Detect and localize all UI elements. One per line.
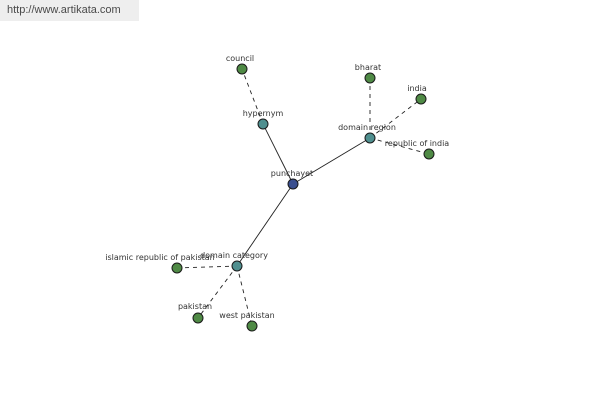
label-islamic-republic-of-pakistan: islamic republic of pakistan [105, 253, 215, 262]
edge-hypernym-council [241, 68, 264, 125]
label-west-pakistan: west pakistan [219, 311, 274, 320]
node-islamic-republic-of-pakistan[interactable] [171, 262, 183, 274]
label-domain-region: domain region [338, 123, 396, 132]
watermark-url: http://www.artikata.com [0, 0, 139, 21]
node-west-pakistan[interactable] [246, 320, 258, 332]
label-pakistan: pakistan [178, 302, 212, 311]
node-domain-region[interactable] [364, 132, 376, 144]
edge-category-islamic-republic [176, 265, 238, 269]
edge-center-hypernym [262, 123, 294, 185]
edge-center-domain-category [236, 183, 294, 267]
node-council[interactable] [236, 63, 248, 75]
label-republic-of-india: republic of india [385, 139, 449, 148]
edge-region-republic-of-india [369, 137, 430, 155]
label-domain-category: domain category [200, 251, 268, 260]
label-council: council [226, 54, 254, 63]
edge-category-west-pakistan [236, 265, 253, 327]
label-india: india [407, 84, 427, 93]
label-bharat: bharat [355, 63, 381, 72]
node-center[interactable] [287, 178, 299, 190]
node-bharat[interactable] [364, 72, 376, 84]
node-republic-of-india[interactable] [423, 148, 435, 160]
label-hypernym: hypernym [243, 109, 284, 118]
edge-region-india [369, 98, 422, 139]
edge-category-pakistan [197, 265, 238, 319]
node-india[interactable] [415, 93, 427, 105]
edge-center-domain-region [292, 137, 371, 185]
label-center: punchayet [271, 169, 313, 178]
node-domain-category[interactable] [231, 260, 243, 272]
node-hypernym[interactable] [257, 118, 269, 130]
node-pakistan[interactable] [192, 312, 204, 324]
